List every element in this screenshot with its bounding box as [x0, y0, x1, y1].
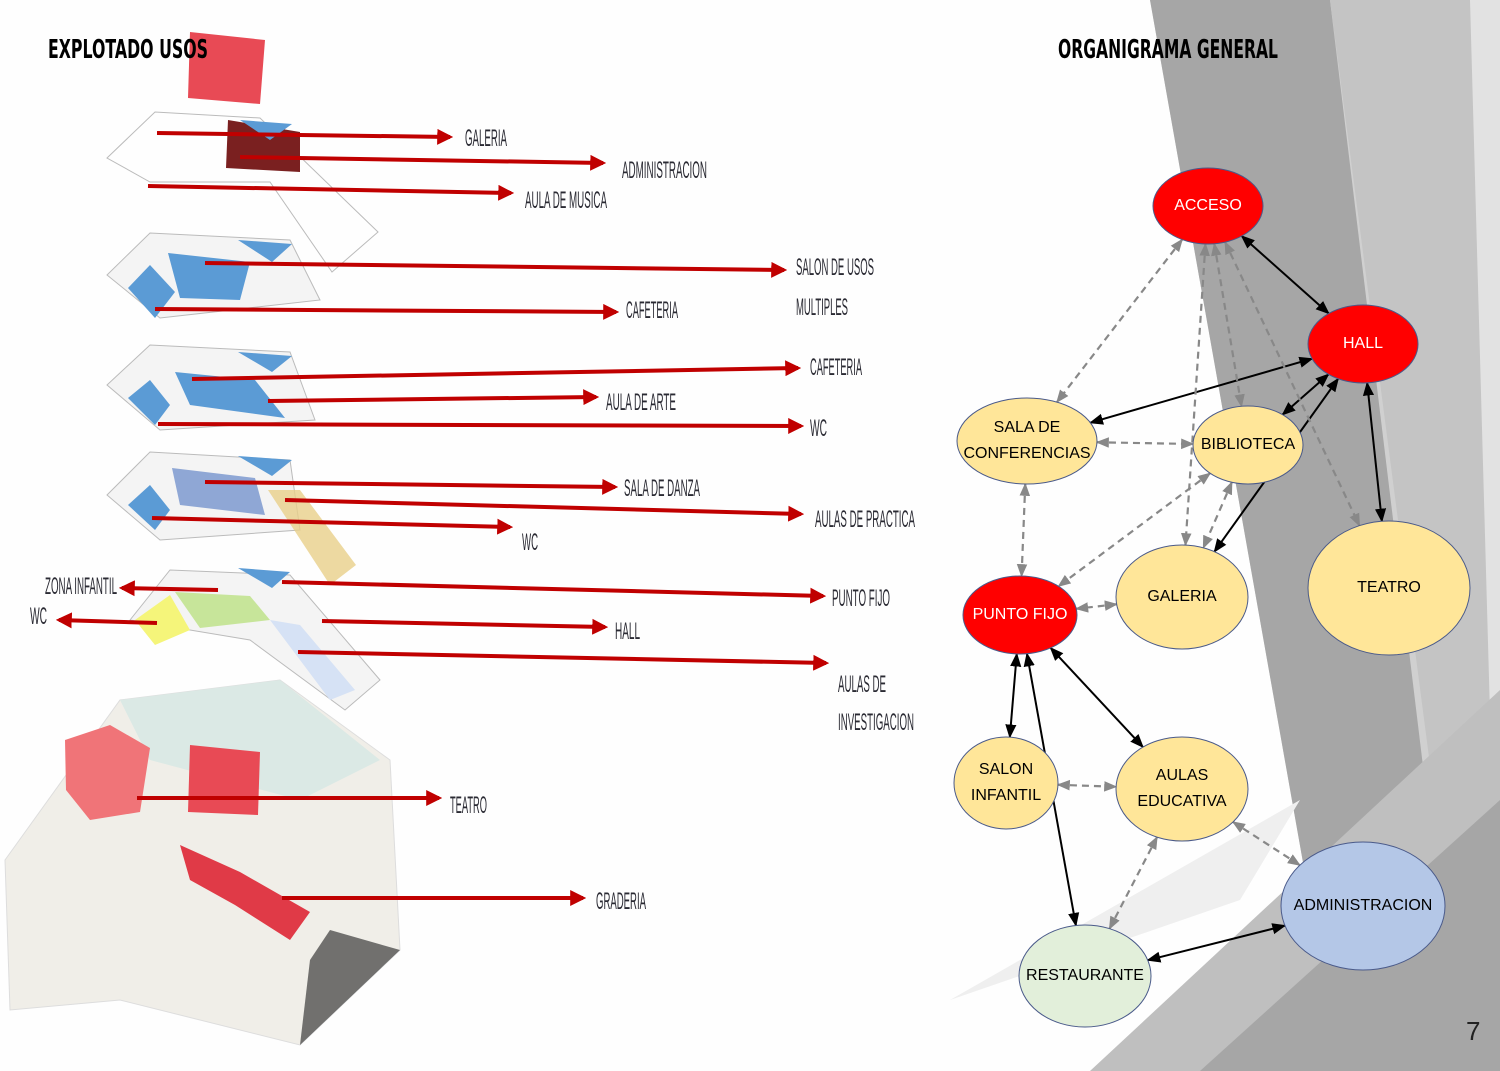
edge-biblio-galeria [1202, 481, 1233, 550]
edge-sala-biblio [1095, 437, 1195, 450]
label-aulas-investigacion: AULAS DE [838, 671, 886, 698]
node-label: EDUCATIVA [1137, 793, 1227, 810]
callout-arrow [297, 650, 830, 671]
node-ellipse [953, 736, 1059, 830]
node-ellipse [962, 575, 1078, 655]
node-punto[interactable]: PUNTO FIJO [962, 575, 1078, 655]
edge-acceso-galeria [1180, 242, 1210, 547]
label-salon-usos-2: MULTIPLES [796, 294, 848, 321]
label-hall: HALL [615, 618, 640, 645]
node-label: GALERIA [1147, 588, 1217, 605]
label-zona-infantil: ZONA INFANTIL [45, 573, 117, 600]
organigram-edges [1005, 235, 1387, 963]
callout-arrow [204, 478, 619, 495]
callout-arrow [267, 389, 600, 406]
node-galeria[interactable]: GALERIA [1115, 544, 1249, 650]
callout-arrow [321, 618, 609, 635]
callout-arrow [118, 580, 219, 597]
node-hall[interactable]: HALL [1307, 304, 1419, 384]
label-cafeteria-2: CAFETERIA [810, 354, 862, 381]
node-ellipse [1307, 304, 1419, 384]
node-salon[interactable]: SALON INFANTIL [953, 736, 1059, 830]
edge-acceso-sala [1056, 238, 1184, 404]
right-title: ORGANIGRAMA GENERAL [1058, 35, 1278, 65]
edge-galeria-punto [1074, 600, 1118, 613]
page-number: 7 [1466, 1016, 1480, 1046]
label-graderia: GRADERIA [596, 888, 646, 915]
callout-arrow [55, 612, 158, 629]
organigram-nodes: ACCESO HALL SALA DE CONFERENCIAS BIBLIOTECA G… [953, 167, 1471, 1028]
callout-arrow [156, 128, 454, 145]
edge-rest-admin [1146, 923, 1287, 963]
node-label: BIBLIOTECA [1201, 436, 1296, 453]
node-rest[interactable]: RESTAURANTE [1018, 924, 1152, 1028]
callout-arrow [204, 261, 788, 278]
callout-arrow [154, 303, 620, 320]
callout-arrow [281, 580, 827, 604]
node-label: ACCESO [1174, 197, 1242, 214]
left-title: EXPLOTADO USOS [48, 35, 208, 65]
node-ellipse [1115, 544, 1249, 650]
node-label: RESTAURANTE [1026, 967, 1144, 984]
edge-punto-aulas [1049, 646, 1144, 749]
edge-aulas-rest [1108, 835, 1159, 930]
label-cafeteria: CAFETERIA [626, 297, 678, 324]
label-aula-musica: AULA DE MUSICA [525, 187, 607, 214]
label-administracion: ADMINISTRACION [622, 157, 707, 184]
callout-arrow [284, 498, 805, 522]
edge-hall-teatro [1362, 381, 1387, 523]
edge-acceso-teatro [1224, 240, 1361, 527]
edge-biblio-punto [1057, 472, 1212, 588]
label-sala-danza: SALA DE DANZA [624, 475, 700, 502]
label-wc: WC [810, 415, 827, 442]
callout-arrow [239, 154, 607, 171]
node-aulas[interactable]: AULAS EDUCATIVA [1115, 736, 1249, 842]
callout-arrow [151, 516, 514, 535]
node-label: HALL [1343, 335, 1383, 352]
label-wc-2: WC [522, 529, 538, 556]
callout-arrow [147, 184, 515, 201]
node-ellipse [1280, 841, 1446, 971]
label-aulas-practica: AULAS DE PRACTICA [815, 506, 915, 533]
label-punto-fijo: PUNTO FIJO [832, 585, 890, 612]
node-label: CONFERENCIAS [963, 445, 1090, 462]
callout-arrow [157, 417, 805, 434]
edge-aulas-admin [1231, 821, 1301, 867]
use-callouts: GALERIA ADMINISTRACION AULA DE MUSICA SA… [30, 125, 915, 915]
node-ellipse [1192, 405, 1304, 485]
node-label: AULAS [1156, 767, 1208, 784]
node-label: SALON [979, 761, 1033, 778]
node-label: TEATRO [1357, 579, 1421, 596]
exploded-axonometric [4, 32, 401, 1046]
node-label: INFANTIL [971, 787, 1041, 804]
node-ellipse [1018, 924, 1152, 1028]
label-aulas-investigacion-2: INVESTIGACION [838, 709, 914, 736]
node-label: ADMINISTRACION [1294, 897, 1433, 914]
node-biblio[interactable]: BIBLIOTECA [1192, 405, 1304, 485]
node-teatro[interactable]: TEATRO [1307, 520, 1471, 656]
node-ellipse [1307, 520, 1471, 656]
callout-arrow [191, 360, 802, 381]
node-label: PUNTO FIJO [973, 606, 1068, 623]
edge-salon-aulas [1056, 779, 1118, 792]
node-ellipse [956, 397, 1098, 485]
label-salon-usos: SALON DE USOS [796, 254, 874, 281]
label-aula-arte: AULA DE ARTE [606, 389, 676, 416]
edge-punto-salon [1005, 652, 1022, 739]
node-acceso[interactable]: ACCESO [1152, 167, 1264, 245]
node-label: SALA DE [994, 419, 1061, 436]
edge-sala-punto [1016, 482, 1031, 578]
label-wc-3: WC [30, 603, 47, 630]
label-galeria: GALERIA [465, 125, 507, 152]
node-ellipse [1152, 167, 1264, 245]
node-ellipse [1115, 736, 1249, 842]
label-teatro: TEATRO [450, 792, 487, 819]
node-sala[interactable]: SALA DE CONFERENCIAS [956, 397, 1098, 485]
node-admin[interactable]: ADMINISTRACION [1280, 841, 1446, 971]
